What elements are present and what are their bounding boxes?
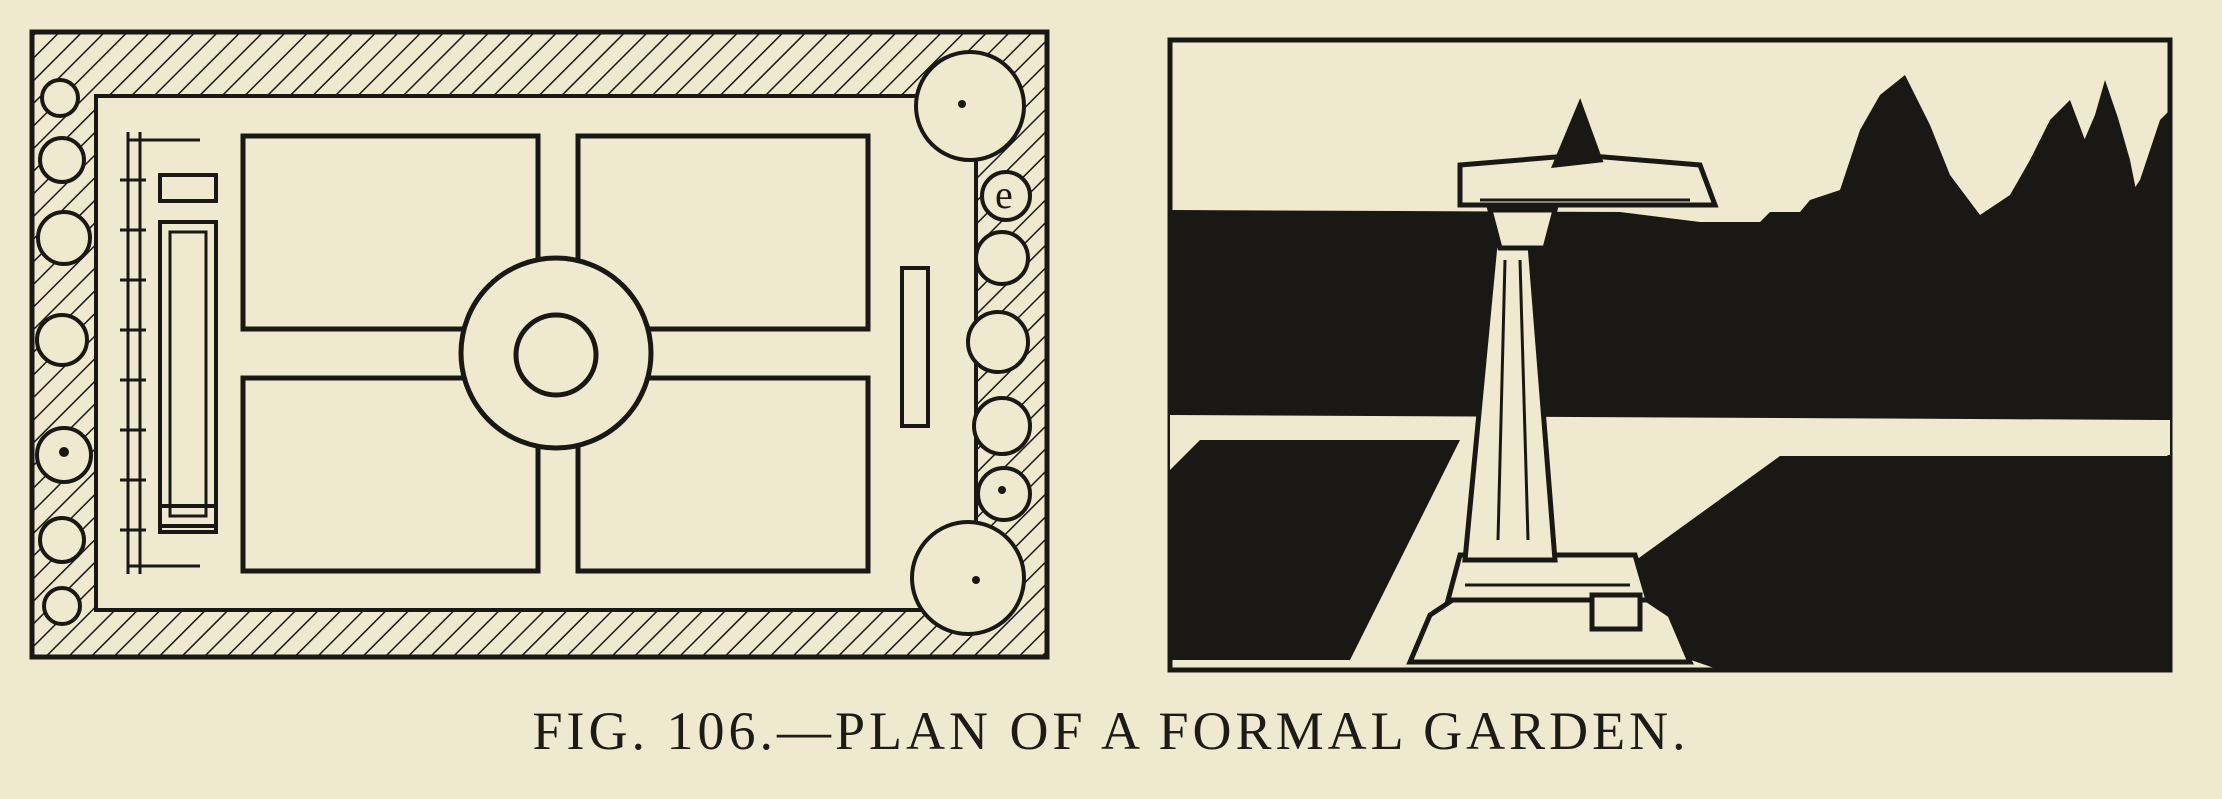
sundial	[1406, 98, 1719, 665]
sundial-capital	[1486, 207, 1559, 251]
shrub-dots	[59, 100, 1006, 584]
hedge-mass	[1170, 75, 2170, 430]
sundial-plaque	[1589, 592, 1643, 632]
left-shrub-row	[35, 78, 93, 626]
bed-top-right	[575, 133, 871, 332]
sundial-shading	[1465, 198, 1690, 587]
sundial-base	[1406, 592, 1694, 665]
garden-plan: e	[29, 29, 1050, 660]
garden-seat	[900, 266, 930, 428]
bed-bottom-left	[240, 375, 541, 574]
sundial-plinth	[1444, 552, 1652, 603]
lawn-right	[1560, 456, 2170, 670]
left-walk-detail	[120, 132, 218, 574]
sundial-view	[1167, 37, 2173, 673]
cross-walk	[1170, 415, 2170, 650]
flower-beds	[240, 133, 871, 574]
right-shrub-row	[910, 50, 1032, 636]
cypress-trees	[2070, 80, 2170, 220]
sundial-gnomon	[1551, 98, 1604, 168]
lawn-left	[1170, 440, 1460, 660]
figure-caption: FIG. 106.—PLAN OF A FORMAL GARDEN.	[532, 701, 1690, 761]
bed-top-left	[240, 133, 541, 332]
bed-bottom-right	[575, 375, 871, 574]
central-circle	[458, 255, 654, 451]
plan-marker-label: e	[995, 172, 1013, 217]
